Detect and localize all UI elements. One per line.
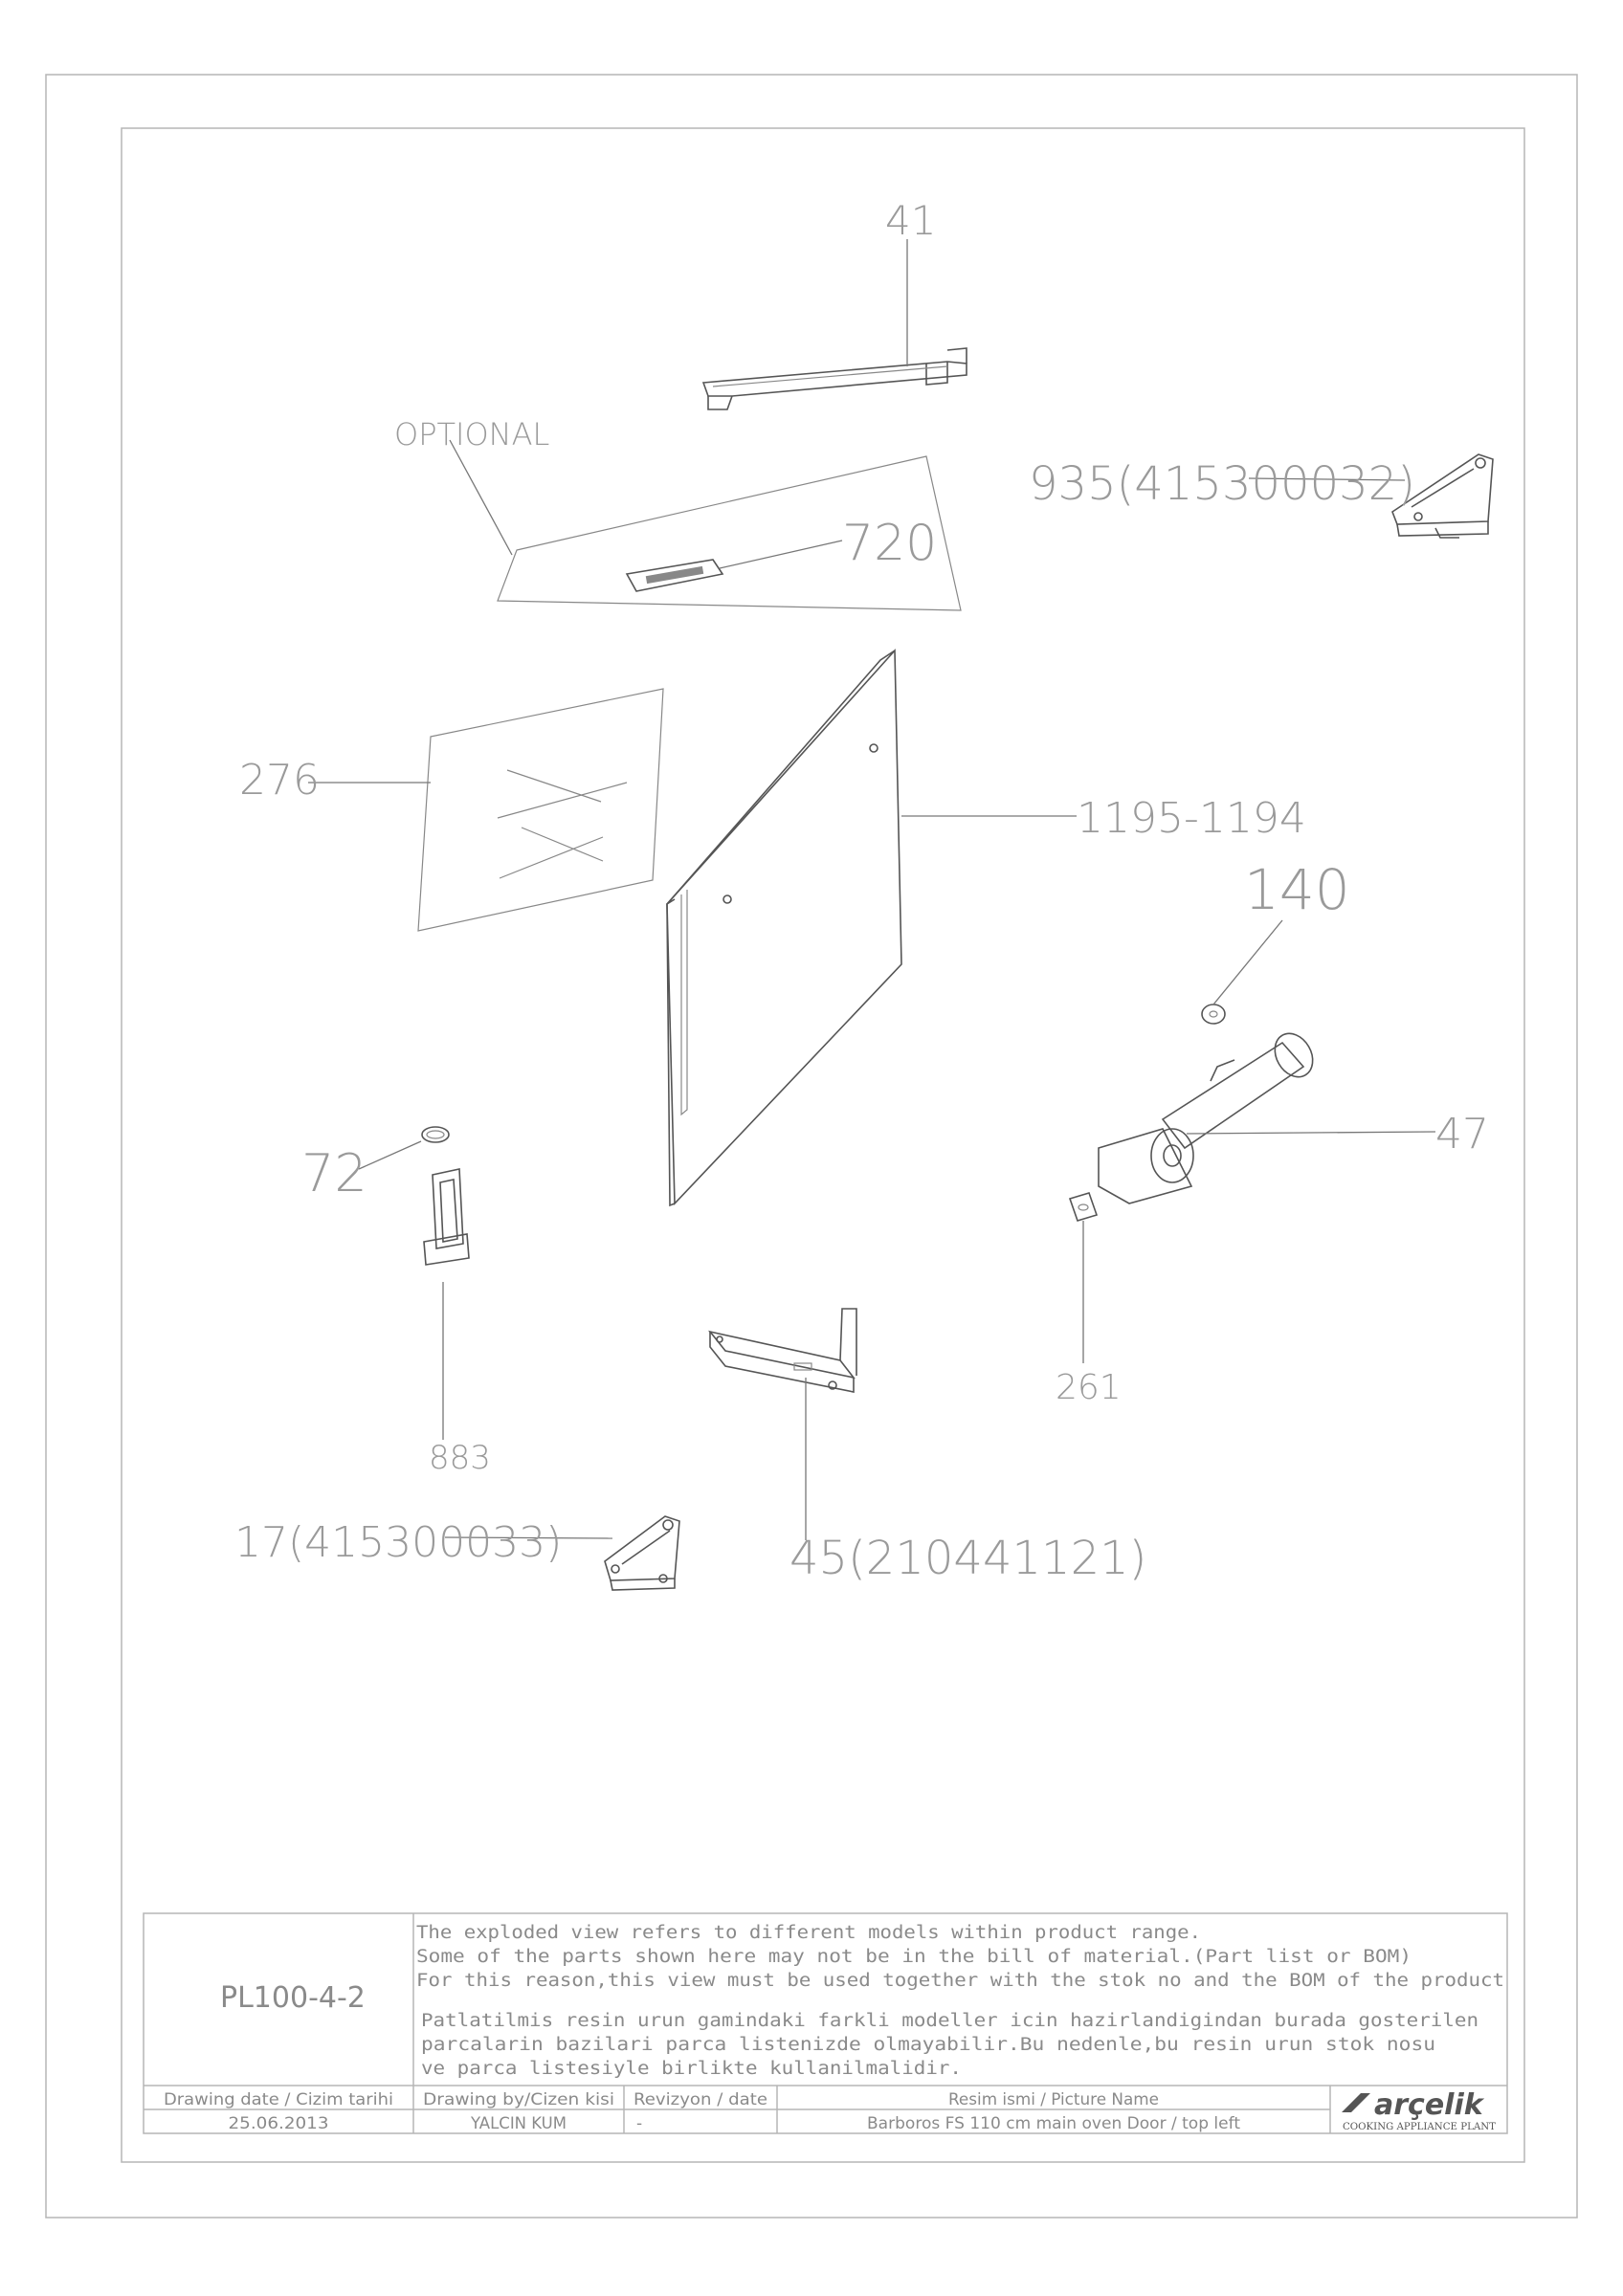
callout-41: 41 [885,197,936,244]
leader-17 [444,1536,613,1539]
part-72-ring [421,1126,450,1143]
callout-140: 140 [1244,857,1350,922]
callout-45: 45(210441121) [789,1532,1146,1585]
part-883-clip [423,1168,470,1266]
header-drawing-date: Drawing date / Cizim tarihi [164,2090,393,2109]
part-720-badge [625,559,724,592]
callout-261: 261 [1056,1368,1122,1407]
drawing-number: PL100-4-2 [220,1981,366,2015]
part-140-washer [1201,1004,1226,1025]
callout-883: 883 [429,1439,491,1477]
leader-935 [1248,477,1406,481]
title-block [143,1912,1508,2134]
part-41-rail [701,347,967,410]
outer-frame [45,74,1578,2219]
part-45-hinge [707,1308,857,1393]
value-picture-name: Barboros FS 110 cm main oven Door / top … [867,2114,1240,2133]
leader-720 [719,540,843,569]
part-261-plate [1068,1192,1099,1222]
callout-72: 72 [301,1143,367,1203]
note-tr-line-2: parcalarin bazilari parca listenizde olm… [421,2035,1435,2055]
value-revision: - [636,2114,642,2133]
callout-1195: 1195-1194 [1077,794,1306,843]
optional-panel [497,455,962,611]
leader-72 [358,1140,422,1170]
header-revision: Revizyon / date [634,2090,767,2109]
value-drawing-date: 25.06.2013 [229,2114,329,2133]
header-picture-name: Resim ismi / Picture Name [948,2090,1159,2109]
callout-17: 17(415300033) [234,1518,562,1567]
callout-47: 47 [1435,1110,1489,1159]
part-276-glass [417,688,664,932]
note-tr-line-1: Patlatilmis resin urun gamindaki farkli … [421,2011,1478,2031]
leader-140 [1212,919,1283,1005]
leader-optional [449,439,513,556]
brand-subtitle: COOKING APPLIANCE PLANT [1343,2122,1496,2132]
note-en-line-1: The exploded view refers to different mo… [416,1923,1201,1943]
header-drawing-by: Drawing by/Cizen kisi [423,2090,614,2109]
part-47-handle [1098,1032,1314,1204]
callout-optional: OPTIONAL [394,416,549,453]
note-en-line-3: For this reason,this view must be used t… [416,1971,1504,1991]
brand-name: arçelik [1374,2088,1485,2122]
part-17-bracket [604,1515,680,1591]
inner-frame [121,127,1525,2163]
value-drawing-by: YALCIN KUM [470,2114,567,2133]
note-en-line-2: Some of the parts shown here may not be … [416,1947,1412,1967]
callout-276: 276 [239,756,320,805]
arcelik-logo: arçelik COOKING APPLIANCE PLANT [1342,2088,1496,2132]
note-tr-line-3: ve parca listesiyle birlikte kullanilmal… [421,2059,962,2079]
callout-935: 935(415300032) [1029,457,1415,511]
part-935-bracket [1391,453,1494,539]
leader-47 [1186,1131,1436,1135]
part-1195-door [666,648,902,1207]
callout-720: 720 [842,515,937,572]
